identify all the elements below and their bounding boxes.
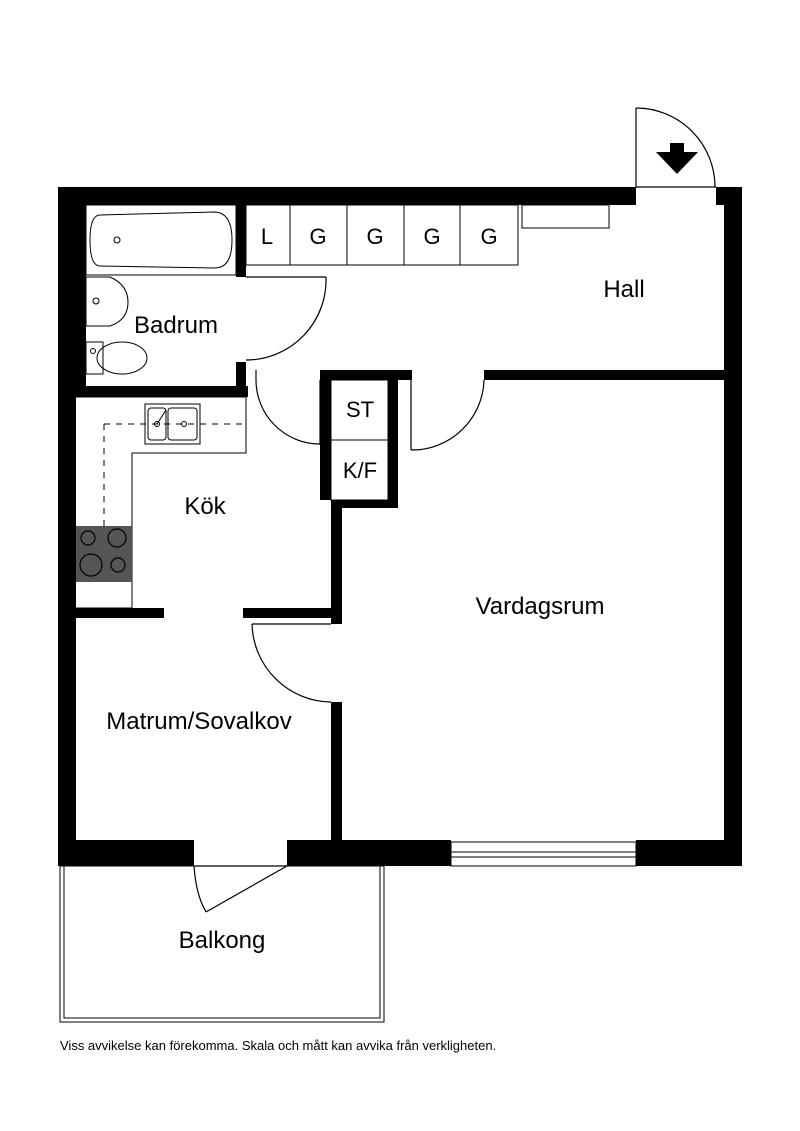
st-label: ST bbox=[346, 397, 374, 422]
stove-icon bbox=[76, 526, 132, 582]
bathroom-door bbox=[245, 276, 327, 361]
bottom-wall-1 bbox=[58, 840, 194, 866]
kitchen-right-wall bbox=[331, 500, 342, 624]
closets bbox=[245, 204, 610, 266]
bathroom-left-wall bbox=[58, 187, 86, 397]
room-label-balkong: Balkong bbox=[179, 927, 266, 954]
entrance-door bbox=[635, 107, 716, 188]
hall-living-wall bbox=[484, 370, 724, 380]
top-wall-left bbox=[58, 187, 636, 205]
kf-label: K/F bbox=[343, 458, 377, 483]
room-label-hall: Hall bbox=[603, 276, 644, 303]
entrance-arrow-icon bbox=[656, 143, 698, 174]
closet-label: G bbox=[309, 224, 326, 249]
outer-walls bbox=[58, 187, 742, 866]
bathroom-right-wall-top bbox=[236, 205, 246, 277]
closet-label: L bbox=[261, 224, 273, 249]
bathroom-right-wall-bottom bbox=[236, 362, 246, 397]
kitchen-counter bbox=[76, 396, 247, 609]
room-label-matrum: Matrum/Sovalkov bbox=[106, 708, 291, 735]
appliance-closets bbox=[330, 379, 389, 501]
closet-right-wall bbox=[388, 370, 398, 508]
closet-label: G bbox=[423, 224, 440, 249]
kitchen-right-wall-top bbox=[331, 500, 398, 508]
kitchen-bottom-wall-right bbox=[243, 608, 342, 618]
room-label-kok: Kök bbox=[184, 493, 226, 520]
bathroom-bottom-wall bbox=[58, 386, 248, 397]
bathtub-icon bbox=[85, 204, 237, 276]
room-label-vardagsrum: Vardagsrum bbox=[476, 593, 605, 620]
dining-right-wall bbox=[331, 702, 342, 842]
closet-left-wall bbox=[320, 370, 331, 500]
living-room-door bbox=[410, 379, 485, 451]
disclaimer-text: Viss avvikelse kan förekomma. Skala och … bbox=[60, 1038, 497, 1053]
kitchen-door bbox=[255, 370, 321, 445]
right-wall bbox=[724, 187, 742, 866]
room-label-badrum: Badrum bbox=[134, 312, 218, 339]
bottom-wall-2 bbox=[287, 840, 451, 866]
closet-top-wall bbox=[320, 370, 412, 380]
kitchen-bottom-wall-left bbox=[76, 608, 164, 618]
interior-walls bbox=[58, 205, 724, 842]
closet-label: G bbox=[366, 224, 383, 249]
bottom-wall-3 bbox=[636, 840, 742, 866]
closet-label: G bbox=[480, 224, 497, 249]
sink-icon bbox=[85, 276, 129, 327]
balcony-door bbox=[193, 865, 288, 913]
toilet-icon bbox=[85, 341, 148, 375]
window bbox=[450, 841, 637, 867]
living-room-door-2 bbox=[251, 623, 332, 703]
kitchen-sink-icon bbox=[144, 403, 201, 445]
